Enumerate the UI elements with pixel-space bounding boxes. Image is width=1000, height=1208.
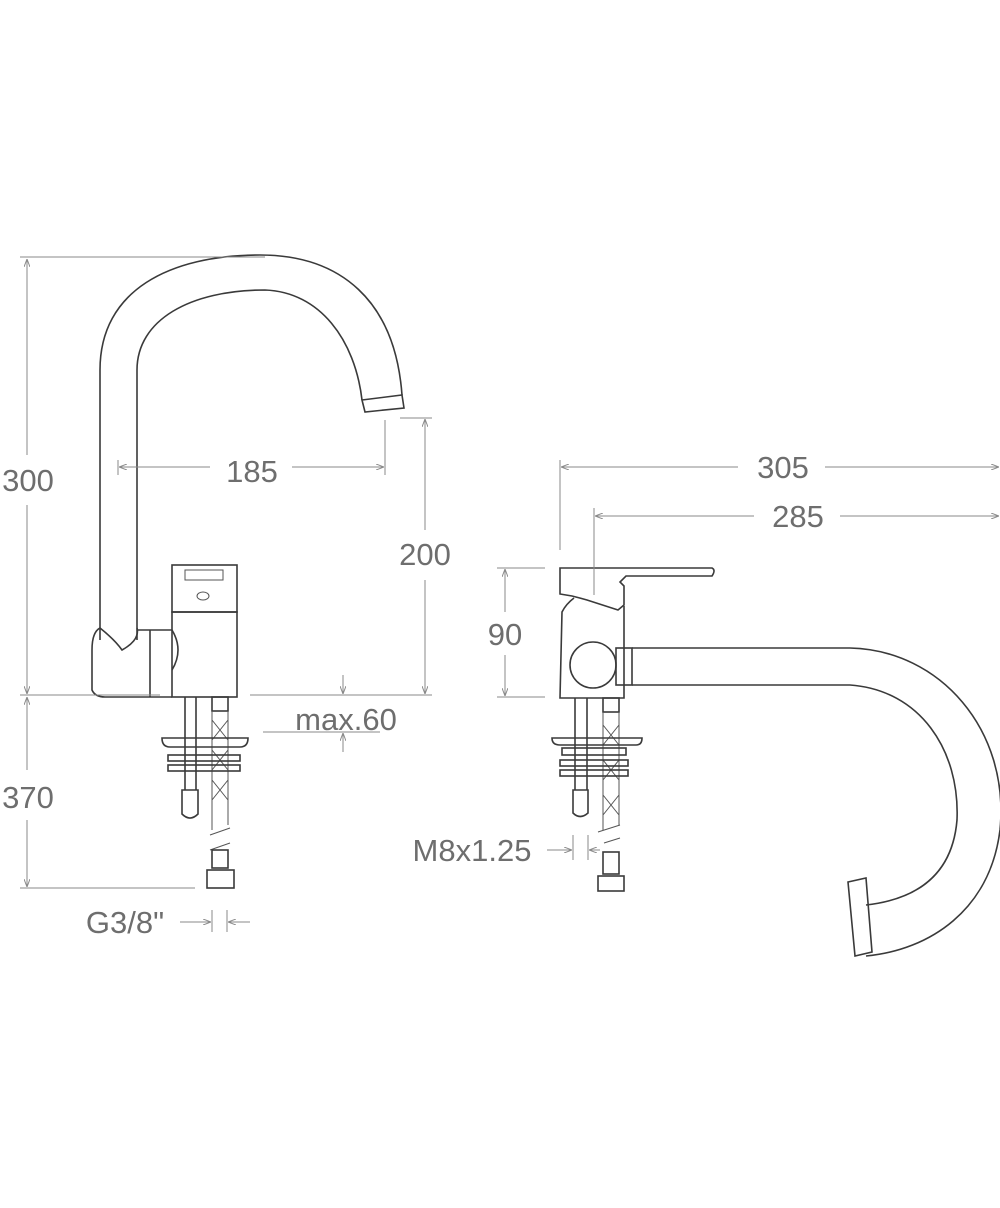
front-swivel-collar (91, 627, 179, 698)
side-body (559, 597, 625, 699)
dim-overall-length: 305 (757, 450, 809, 485)
dim-stud-thread: M8x1.25 (413, 833, 532, 868)
side-view: 305 285 90 M8x1.25 (413, 450, 1000, 957)
dim-connection-thread: G3/8" (86, 905, 164, 940)
dim-spout-clearance: 200 (399, 537, 451, 572)
front-mounting (161, 696, 249, 889)
side-spout (615, 647, 1000, 957)
front-mixer-body (171, 564, 238, 698)
dim-spout-reach: 185 (226, 454, 278, 489)
side-dimensions (497, 460, 998, 860)
side-mounting (551, 697, 643, 892)
front-view: 300 185 200 max.60 370 G3/8" (2, 254, 451, 940)
dim-handle-to-spout-length: 285 (772, 499, 824, 534)
front-dimensions (20, 256, 432, 932)
dim-body-height: 90 (488, 617, 522, 652)
dim-total-height: 300 (2, 463, 54, 498)
front-spout (99, 254, 405, 640)
dim-hose-length: 370 (2, 780, 54, 815)
dim-max-deck-thickness: max.60 (295, 702, 397, 737)
side-handle (559, 567, 715, 611)
